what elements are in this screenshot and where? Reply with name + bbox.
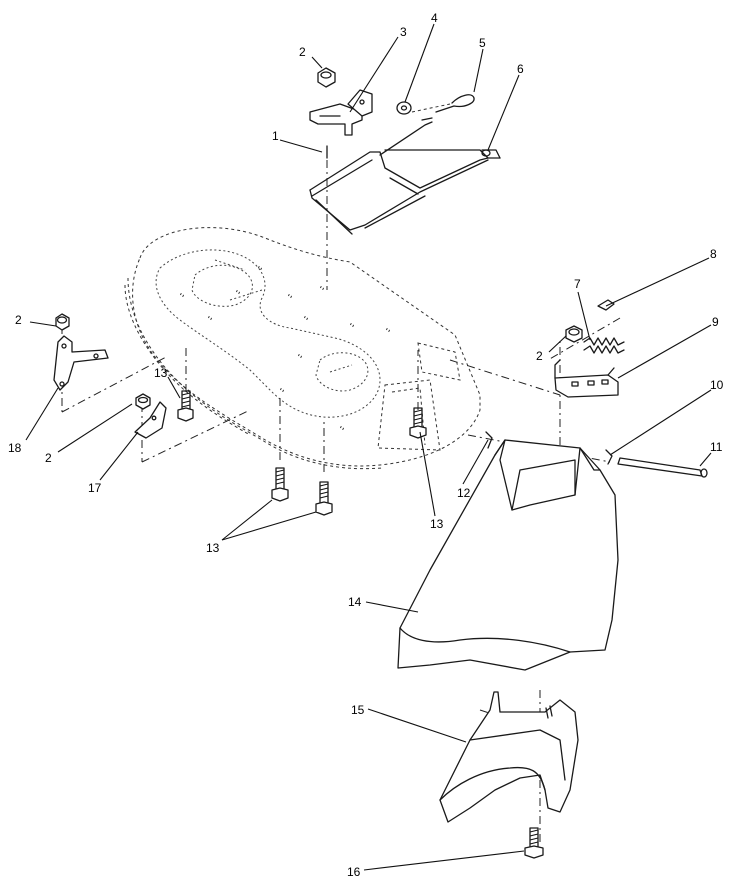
part-10-pin [605, 449, 613, 465]
callout-6: 6 [517, 62, 524, 76]
mower-deck [124, 227, 481, 470]
callout-8: 8 [710, 247, 717, 261]
callout-2-right: 2 [536, 349, 543, 363]
callout-1: 1 [272, 129, 279, 143]
part-8-clip [597, 299, 615, 311]
callout-labels: 1 2 3 4 5 6 7 8 9 10 11 12 2 2 2 13 13 1… [8, 11, 724, 879]
callout-5: 5 [479, 36, 486, 50]
part-2-nut-top [317, 67, 336, 88]
part-6-rod-frame [309, 103, 501, 235]
part-14-chute [397, 439, 619, 671]
part-4-washer [396, 101, 412, 115]
callout-3: 3 [400, 25, 407, 39]
part-13-bolt-lower-2 [315, 481, 333, 516]
callout-17: 17 [88, 481, 102, 495]
callout-11: 11 [710, 440, 723, 454]
leader-lines [25, 23, 712, 871]
callout-13-left: 13 [154, 366, 168, 380]
callout-9: 9 [712, 315, 719, 329]
part-3-bracket [309, 89, 373, 136]
part-2-nut-left [55, 313, 70, 331]
part-9-bracket [554, 359, 619, 398]
part-2-nut-mid [135, 393, 151, 410]
part-16-bolt [524, 827, 544, 859]
callout-4: 4 [431, 11, 438, 25]
callout-12: 12 [457, 486, 471, 500]
callout-14: 14 [348, 595, 362, 609]
part-13-bolt-lower-1 [271, 467, 289, 502]
callout-2-mid: 2 [45, 451, 52, 465]
callout-13-center: 13 [430, 517, 444, 531]
callout-16: 16 [347, 865, 361, 879]
callout-2-left: 2 [15, 313, 22, 327]
part-7-spring [583, 337, 625, 354]
part-17-bracket [134, 401, 167, 439]
callout-7: 7 [574, 277, 581, 291]
callout-15: 15 [351, 703, 365, 717]
callout-10: 10 [710, 378, 724, 392]
part-12-pin [485, 431, 493, 449]
part-5-hairpin [435, 94, 475, 113]
callout-13-lower: 13 [206, 541, 220, 555]
callout-2-top: 2 [299, 45, 306, 59]
part-11-rod [617, 457, 708, 478]
part-13-bolt-center [409, 407, 427, 439]
part-15-chute-extension [439, 691, 579, 823]
part-18-bracket [53, 335, 109, 391]
part-13-bolt-left [177, 390, 194, 422]
part-2-nut-right [565, 325, 583, 343]
callout-18: 18 [8, 441, 22, 455]
